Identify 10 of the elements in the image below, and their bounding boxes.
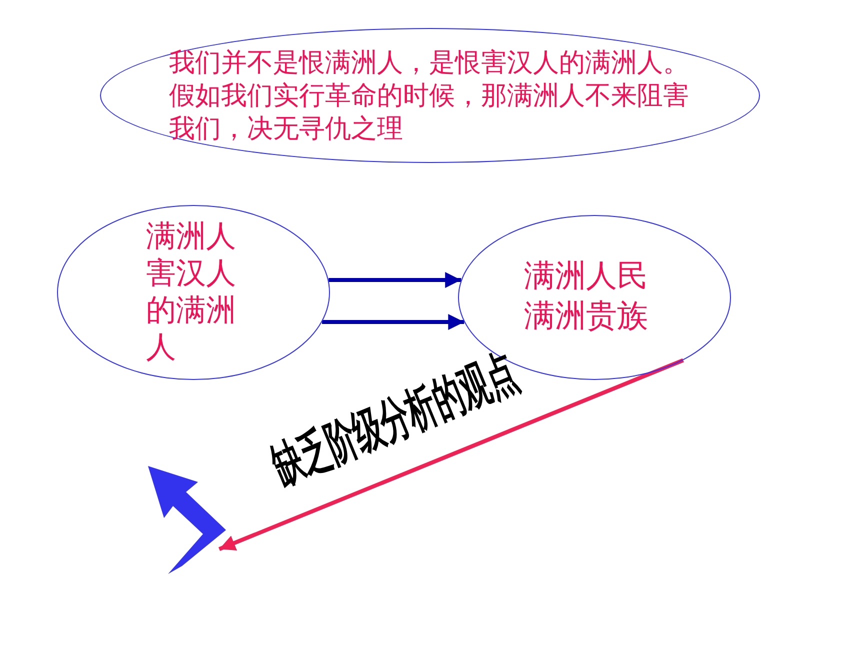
edge-label: 缺乏阶级分析的观点 — [264, 344, 526, 497]
ellipse — [57, 205, 330, 380]
arrow — [328, 272, 462, 288]
node-text: 我们并不是恨满洲人，是恨害汉人的满洲人。假如我们实行革命的时候，那满洲人不来阻害我们，决无寻仇之理 — [169, 47, 690, 146]
node-text: 满洲人民 — [524, 257, 649, 296]
arrow — [218, 358, 684, 552]
ellipse — [100, 28, 760, 163]
arrow — [322, 314, 464, 330]
node-text: 满洲贵族 — [524, 297, 649, 336]
node-text: 满洲人害汉人的满洲人 — [146, 218, 237, 366]
